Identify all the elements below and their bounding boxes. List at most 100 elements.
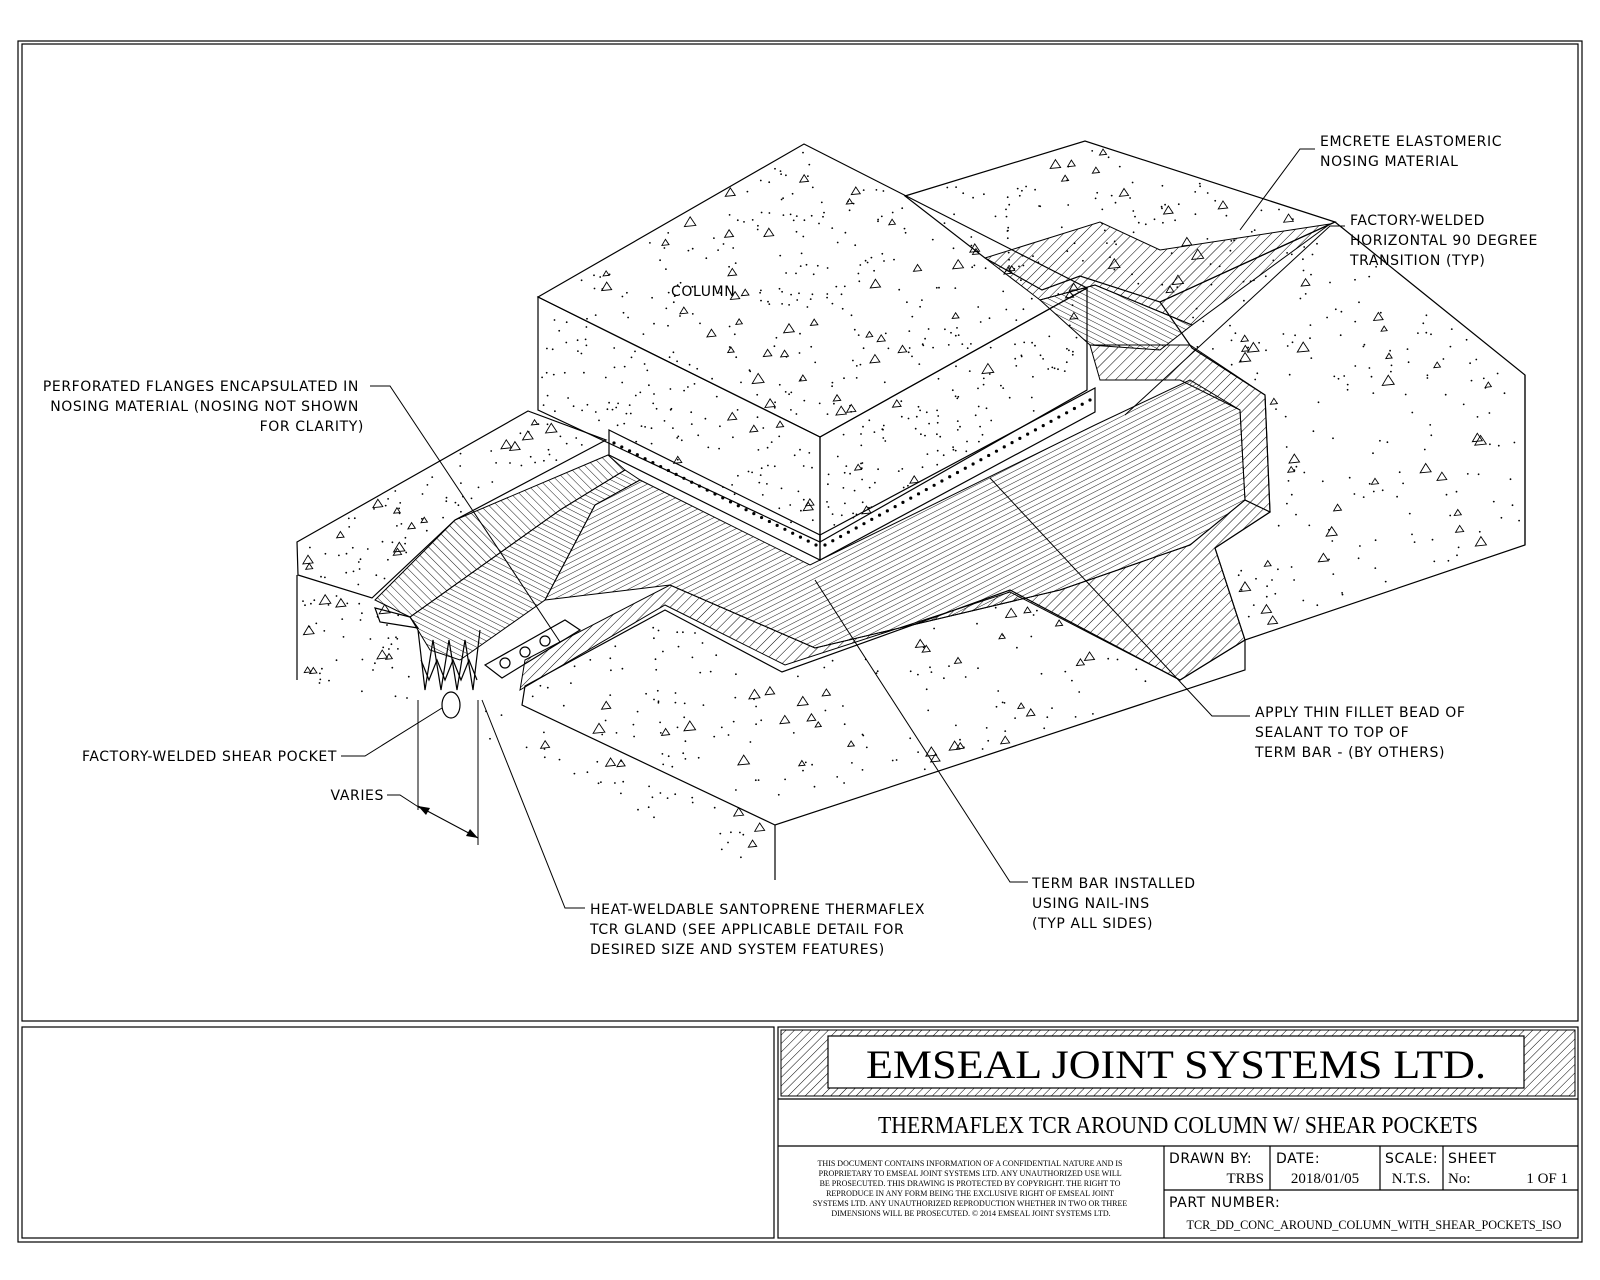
stipple-dot <box>1354 320 1357 323</box>
stipple-dot <box>715 654 718 657</box>
aggregate-mark <box>303 666 312 674</box>
stipple-dot <box>955 186 957 189</box>
aggregate-mark <box>726 411 738 421</box>
stipple-dot <box>962 192 965 195</box>
aggregate-mark <box>968 243 981 253</box>
stipple-dot <box>1116 658 1119 661</box>
stipple-dot <box>1091 150 1094 152</box>
stipple-dot <box>636 710 639 713</box>
stipple-dot <box>431 476 434 478</box>
stipple-dot <box>1332 437 1334 440</box>
stipple-dot <box>445 496 448 499</box>
stipple-dot <box>1271 579 1273 581</box>
aggregate-mark <box>660 727 671 736</box>
stipple-dot <box>985 407 988 410</box>
stipple-dot <box>1005 308 1008 311</box>
stipple-dot <box>345 571 348 574</box>
stipple-dot <box>1386 441 1389 444</box>
stipple-dot <box>546 686 549 689</box>
stipple-dot <box>654 658 657 661</box>
stipple-dot <box>760 289 762 292</box>
stipple-dot <box>948 665 950 667</box>
date-value: 2018/01/05 <box>1291 1171 1359 1187</box>
stipple-dot <box>694 632 696 634</box>
stipple-dot <box>713 806 716 809</box>
stipple-dot <box>608 401 610 404</box>
stipple-dot <box>598 419 600 422</box>
stipple-dot <box>425 529 428 532</box>
stipple-dot <box>937 415 940 417</box>
stipple-dot <box>617 402 619 405</box>
stipple-dot <box>659 721 661 724</box>
stipple-dot <box>977 306 980 308</box>
aggregate-mark <box>1433 361 1442 369</box>
nail-hole <box>916 492 921 496</box>
stipple-dot <box>1134 215 1136 218</box>
stipple-dot <box>665 268 667 270</box>
nail-hole <box>721 496 725 500</box>
nail-hole <box>1088 398 1092 402</box>
stipple-dot <box>1433 560 1436 563</box>
stipple-dot <box>1411 533 1413 536</box>
nail-hole <box>971 462 975 466</box>
stipple-dot <box>1489 443 1491 446</box>
aggregate-mark <box>735 318 744 325</box>
stipple-dot <box>562 704 565 707</box>
stipple-dot <box>1066 250 1069 253</box>
stipple-dot <box>779 254 782 257</box>
stipple-dot <box>1250 230 1253 233</box>
stipple-dot <box>558 329 561 332</box>
stipple-dot <box>799 448 801 451</box>
stipple-dot <box>384 504 387 507</box>
stipple-dot <box>459 452 462 455</box>
stipple-dot <box>667 755 670 758</box>
stipple-dot <box>810 345 813 348</box>
nail-hole <box>682 476 686 480</box>
stipple-dot <box>977 387 979 390</box>
stipple-dot <box>394 695 397 698</box>
stipple-dot <box>361 690 363 693</box>
stipple-dot <box>1456 554 1458 557</box>
stipple-dot <box>1457 546 1460 549</box>
aggregate-mark <box>740 288 750 297</box>
stipple-dot <box>854 244 857 247</box>
stipple-dot <box>398 507 400 510</box>
drawn-by-label: DRAWN BY: <box>1169 1151 1252 1167</box>
stipple-dot <box>1316 604 1319 607</box>
stipple-dot <box>981 433 984 436</box>
stipple-dot <box>616 424 619 427</box>
stipple-dot <box>971 266 974 269</box>
aggregate-mark <box>1069 311 1079 320</box>
aggregate-mark <box>706 328 717 338</box>
stipple-dot <box>1007 226 1010 229</box>
stipple-dot <box>952 446 954 448</box>
stipple-dot <box>907 417 910 420</box>
stipple-dot <box>1005 208 1007 211</box>
stipple-dot <box>691 313 694 315</box>
stipple-dot <box>795 272 797 275</box>
nail-hole <box>814 543 818 547</box>
stipple-dot <box>780 198 783 201</box>
stipple-dot <box>1107 156 1110 159</box>
stipple-dot <box>342 636 345 638</box>
stipple-dot <box>800 252 803 255</box>
stipple-dot <box>534 461 536 464</box>
stipple-dot <box>396 637 399 640</box>
stipple-dot <box>857 334 860 336</box>
stipple-dot <box>1374 539 1377 542</box>
stipple-dot <box>857 272 860 275</box>
stipple-dot <box>454 501 457 504</box>
stipple-dot <box>702 704 705 706</box>
stipple-dot <box>811 466 813 469</box>
stipple-dot <box>818 402 821 405</box>
aggregate-mark <box>914 638 926 649</box>
aggregate-mark <box>335 597 347 608</box>
stipple-dot <box>1135 668 1138 671</box>
nail-hole <box>955 470 960 475</box>
part-number-label: PART NUMBER: <box>1169 1195 1280 1211</box>
stipple-dot <box>665 307 668 310</box>
stipple-dot <box>576 339 579 342</box>
stipple-dot <box>760 299 762 302</box>
stipple-dot <box>328 679 330 682</box>
